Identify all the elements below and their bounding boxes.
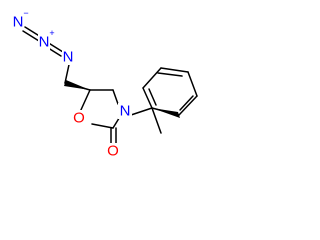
bond-n3-ch	[130, 107, 153, 116]
atom-carbonyl-oxygen: O	[107, 143, 119, 160]
bond-ph-inner-a	[179, 95, 194, 111]
atom-ring-oxygen: O	[73, 110, 85, 127]
atom-n-terminal: N	[13, 14, 24, 31]
label-bg-n-azide	[62, 49, 74, 65]
atom-label-layer: N − N + N O O N	[12, 8, 132, 160]
bond-ph-inner-b	[157, 72, 183, 77]
charge-n-central: +	[49, 28, 54, 38]
bond-ph-2-3	[187, 71, 198, 97]
bond-o1-c2	[91, 123, 114, 129]
molecule-structure: N − N + N O O N	[12, 8, 198, 160]
bond-ph-1-2	[178, 95, 198, 116]
bond-ph-4-5	[142, 67, 162, 89]
stereo-layer	[64, 80, 180, 118]
charge-n-terminal: −	[23, 8, 28, 18]
bond-n3-c4	[112, 89, 119, 105]
label-bg-n-central	[38, 34, 50, 50]
atom-ring-nitrogen: N	[120, 103, 131, 120]
atom-n-central: N	[39, 34, 50, 51]
label-bg-carbonyl-oxygen	[106, 143, 120, 159]
bond-ph-inner-c	[148, 88, 157, 106]
bond-c5-o1	[79, 89, 91, 113]
bond-ch-methyl	[151, 107, 162, 134]
wedge-bond-c5-ch2	[64, 80, 90, 90]
bond-azide-n1-n2-double	[22, 30, 40, 42]
label-bg-n-terminal	[12, 14, 24, 30]
bond-ph-5-6	[142, 87, 153, 109]
bond-ph-3-4	[160, 67, 189, 73]
label-bg-ring-nitrogen	[118, 103, 132, 119]
wedge-bond-ch-phenyl	[152, 108, 180, 118]
atom-n-azide: N	[63, 49, 74, 66]
label-bg-ring-oxygen	[72, 110, 86, 126]
